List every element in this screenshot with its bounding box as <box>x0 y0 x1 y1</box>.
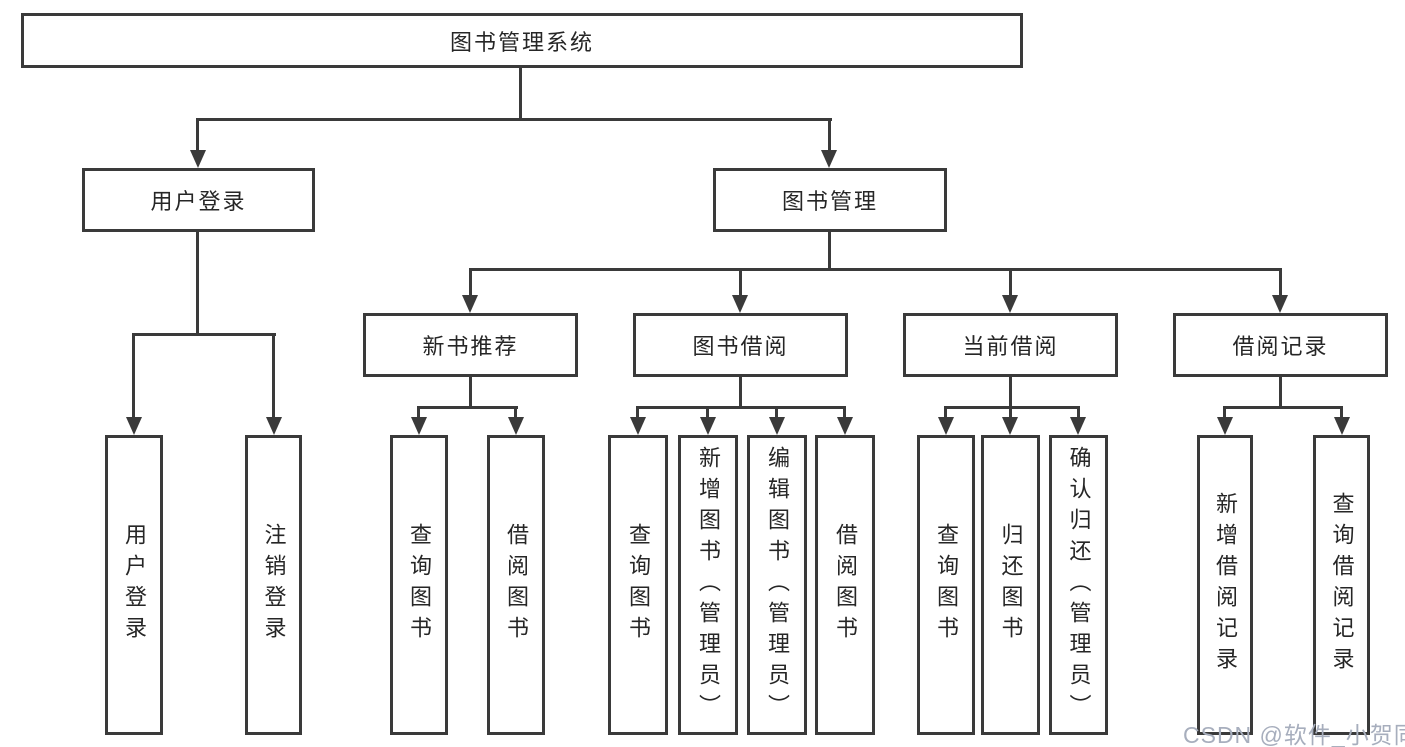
node-label: 查询图书 <box>934 523 959 647</box>
connector-line <box>514 408 517 420</box>
node-label: 新增借阅记录 <box>1213 492 1238 678</box>
connector-line <box>417 408 420 420</box>
node-label: 新书推荐 <box>422 334 519 359</box>
arrow-down-icon <box>1070 417 1086 435</box>
arrow-down-icon <box>126 417 142 435</box>
connector-line <box>636 406 846 409</box>
arrow-down-icon <box>1272 295 1288 313</box>
connector-line <box>417 406 518 409</box>
node-user-login: 用户登录 <box>82 168 315 232</box>
node-leaf-borrowing-query-books: 查询图书 <box>608 435 668 735</box>
node-leaf-logout: 注销登录 <box>245 435 302 735</box>
connector-line <box>775 408 778 420</box>
connector-line <box>1279 377 1282 407</box>
connector-line <box>1009 377 1012 407</box>
connector-line <box>469 377 472 407</box>
arrow-down-icon <box>837 417 853 435</box>
arrow-down-icon <box>1002 417 1018 435</box>
arrow-down-icon <box>630 417 646 435</box>
connector-line <box>1009 270 1012 297</box>
connector-line <box>739 270 742 297</box>
arrow-down-icon <box>938 417 954 435</box>
node-leaf-current-query-books: 查询图书 <box>917 435 975 735</box>
connector-line <box>469 268 1282 271</box>
connector-line <box>706 408 709 420</box>
connector-line <box>196 120 199 153</box>
arrow-down-icon <box>1217 417 1233 435</box>
connector-line <box>519 68 522 120</box>
node-label: 归还图书 <box>998 523 1024 647</box>
arrow-down-icon <box>411 417 427 435</box>
connector-line <box>132 333 276 336</box>
node-leaf-current-return-books: 归还图书 <box>981 435 1040 735</box>
connector-line <box>1223 408 1226 420</box>
connector-line <box>1223 406 1343 409</box>
arrow-down-icon <box>266 417 282 435</box>
node-label: 新增图书（管理员） <box>696 445 721 725</box>
connector-line <box>828 120 831 153</box>
arrow-down-icon <box>1334 417 1350 435</box>
node-leaf-borrowing-add-books: 新增图书（管理员） <box>678 435 738 735</box>
connector-line <box>944 406 1080 409</box>
connector-line <box>132 335 135 419</box>
node-leaf-borrowing-edit-books: 编辑图书（管理员） <box>747 435 807 735</box>
node-root: 图书管理系统 <box>21 13 1023 68</box>
node-label: 注销登录 <box>261 523 287 647</box>
node-book-borrowing: 图书借阅 <box>633 313 848 377</box>
node-label: 查询图书 <box>626 523 651 647</box>
node-new-book-recommend: 新书推荐 <box>363 313 578 377</box>
connector-line <box>739 377 742 407</box>
node-label: 借阅记录 <box>1232 334 1329 359</box>
connector-line <box>1009 408 1012 420</box>
node-leaf-recommend-query-books: 查询图书 <box>390 435 448 735</box>
connector-line <box>944 408 947 420</box>
connector-line <box>196 118 832 121</box>
arrow-down-icon <box>821 150 837 168</box>
connector-line <box>843 408 846 420</box>
node-label: 图书借阅 <box>692 334 789 359</box>
node-label: 编辑图书（管理员） <box>765 445 790 725</box>
connector-line <box>828 232 831 269</box>
arrow-down-icon <box>462 295 478 313</box>
arrow-down-icon <box>508 417 524 435</box>
node-label: 确认归还（管理员） <box>1066 445 1092 725</box>
node-leaf-records-query-record: 查询借阅记录 <box>1313 435 1370 735</box>
node-label: 查询借阅记录 <box>1329 492 1355 678</box>
connector-line <box>469 270 472 297</box>
node-label: 查询图书 <box>407 523 432 647</box>
connector-line <box>196 232 199 335</box>
connector-line <box>1077 408 1080 420</box>
node-label: 图书管理系统 <box>449 29 594 55</box>
node-label: 用户登录 <box>122 523 147 647</box>
node-label: 用户登录 <box>150 189 247 214</box>
node-current-borrowing: 当前借阅 <box>903 313 1118 377</box>
node-leaf-current-confirm-return: 确认归还（管理员） <box>1049 435 1108 735</box>
connector-line <box>272 335 275 419</box>
node-label: 借阅图书 <box>833 523 858 647</box>
node-leaf-borrowing-borrow-books: 借阅图书 <box>815 435 875 735</box>
node-leaf-recommend-borrow-books: 借阅图书 <box>487 435 545 735</box>
node-label: 当前借阅 <box>962 334 1059 359</box>
node-book-management: 图书管理 <box>713 168 947 232</box>
connector-line <box>636 408 639 420</box>
arrow-down-icon <box>700 417 716 435</box>
node-label: 图书管理 <box>781 189 878 214</box>
arrow-down-icon <box>769 417 785 435</box>
connector-line <box>1279 270 1282 297</box>
node-label: 借阅图书 <box>504 523 529 647</box>
csdn-watermark: CSDN @软件_小贺同学 <box>1183 722 1405 747</box>
arrow-down-icon <box>1002 295 1018 313</box>
node-leaf-user-login: 用户登录 <box>105 435 163 735</box>
connector-line <box>1340 408 1343 420</box>
node-leaf-records-add-record: 新增借阅记录 <box>1197 435 1253 735</box>
node-borrowing-records: 借阅记录 <box>1173 313 1388 377</box>
arrow-down-icon <box>190 150 206 168</box>
arrow-down-icon <box>732 295 748 313</box>
